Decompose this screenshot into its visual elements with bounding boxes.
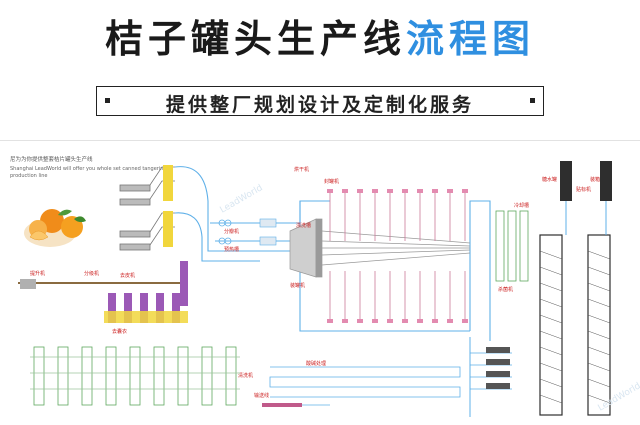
processing-columns-bottom bbox=[327, 271, 468, 323]
hopper-top bbox=[163, 165, 173, 201]
label-cooling: 冷却槽 bbox=[514, 202, 529, 209]
label-conveyor: 输送线 bbox=[254, 392, 269, 399]
intro-cn: 尼为为你提供整套桔片罐头生产线 bbox=[10, 155, 93, 163]
label-seamer: 封罐机 bbox=[324, 178, 339, 185]
page-title: 桔子罐头生产线流程图 bbox=[0, 8, 640, 63]
label-acid-alkali: 酸碱处理 bbox=[306, 360, 326, 367]
label-labeler: 贴标机 bbox=[576, 186, 591, 193]
label-elevator: 提升机 bbox=[30, 270, 45, 277]
label-preheat: 预热槽 bbox=[224, 246, 239, 253]
leadworld-watermark: LeadWorld bbox=[219, 183, 265, 215]
title-main: 桔子罐头生产线 bbox=[105, 17, 406, 61]
label-washer: 清洗机 bbox=[238, 372, 253, 379]
label-peeler: 去皮机 bbox=[120, 272, 135, 279]
packing-tower bbox=[540, 161, 612, 415]
intro-en-2: production line bbox=[10, 173, 47, 179]
flow-diagram-svg: 尼为为你提供整套桔片罐头生产线 Shanghai LeadWorld will … bbox=[0, 141, 640, 421]
label-rinse: 漂洗槽 bbox=[296, 222, 311, 229]
hopper-middle bbox=[163, 211, 173, 247]
conveyor-bottom bbox=[262, 403, 302, 407]
label-membrane-removal: 去囊衣 bbox=[112, 328, 127, 335]
label-filler: 装罐机 bbox=[290, 282, 305, 289]
label-grader: 分级机 bbox=[84, 270, 99, 277]
label-dryer: 烘干机 bbox=[294, 166, 309, 173]
fan-distributor bbox=[290, 219, 470, 277]
subtitle: 提供整厂规划设计及定制化服务 bbox=[97, 90, 543, 117]
peeling-machines bbox=[104, 293, 188, 323]
rinse-tanks bbox=[496, 211, 528, 281]
label-sterilizer: 杀菌机 bbox=[498, 286, 513, 293]
label-segmenter: 分瓣机 bbox=[224, 228, 239, 235]
header: 桔子罐头生产线流程图 提供整厂规划设计及定制化服务 bbox=[0, 0, 640, 125]
label-syrup-tank: 糖水罐 bbox=[542, 176, 557, 183]
subtitle-banner: 提供整厂规划设计及定制化服务 bbox=[96, 86, 544, 116]
serpentine-pipeline bbox=[270, 367, 460, 405]
title-accent: 流程图 bbox=[406, 17, 535, 61]
process-flow-diagram: 尼为为你提供整套桔片罐头生产线 Shanghai LeadWorld will … bbox=[0, 140, 640, 421]
mandarin-orange-photo bbox=[24, 209, 86, 247]
intro-en-1: Shanghai LeadWorld will offer you whole … bbox=[10, 166, 166, 172]
filling-group bbox=[470, 337, 512, 417]
treatment-tank-rows bbox=[30, 347, 240, 405]
